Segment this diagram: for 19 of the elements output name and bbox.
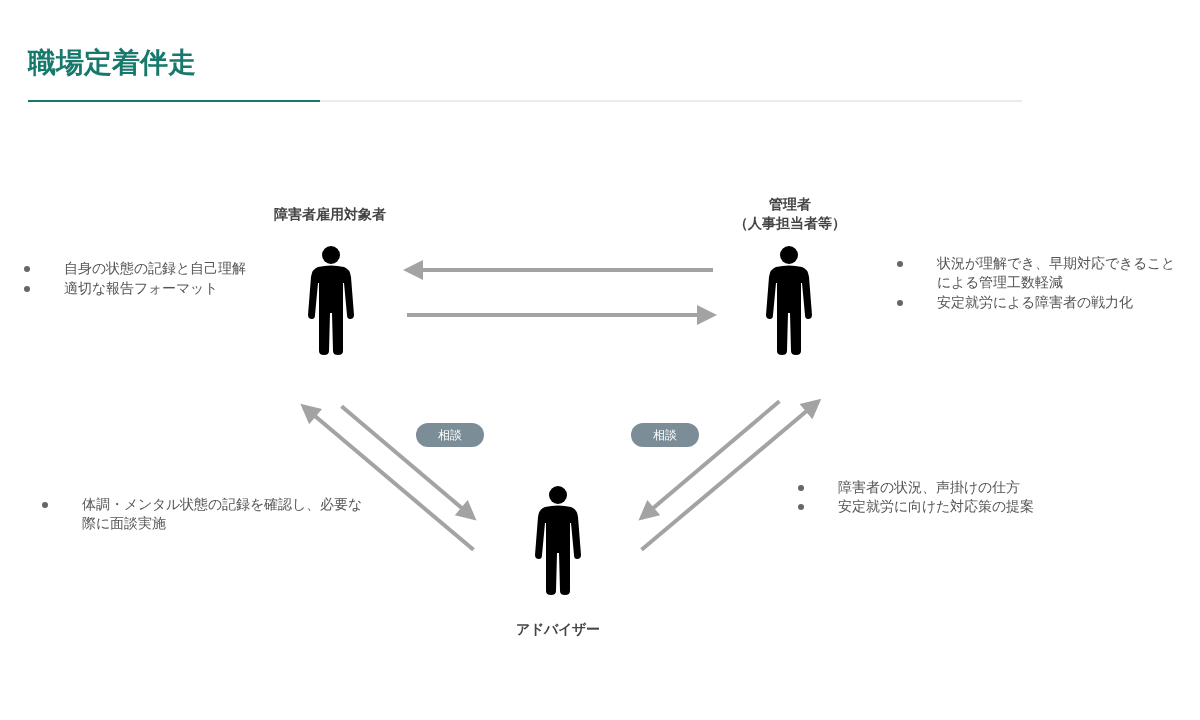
bullet-item: 安定就労に向けた対応策の提案 xyxy=(794,497,1094,516)
arrow xyxy=(640,398,822,552)
bullet-item: 適切な報告フォーマット xyxy=(20,279,280,298)
person-name: アドバイザー xyxy=(514,620,601,639)
title: 職場定着伴走 xyxy=(28,45,196,81)
arrow xyxy=(638,399,781,521)
bullet-item: 安定就労による障害者の戦力化 xyxy=(893,293,1183,312)
arrow xyxy=(403,260,713,280)
bullet-item: 体調・メンタル状態の記録を確認し、必要な際に面談実施 xyxy=(38,495,368,533)
bullet-item: 障害者の状況、声掛けの仕方 xyxy=(794,478,1094,497)
edge-label: 相談 xyxy=(416,423,484,447)
bullet-item: 自身の状態の記録と自己理解 xyxy=(20,259,280,278)
bullet-item: 状況が理解でき、早期対応できることによる管理工数軽減 xyxy=(893,254,1183,292)
arrow xyxy=(300,403,475,552)
edge-label: 相談 xyxy=(631,423,699,447)
arrow xyxy=(407,305,717,325)
arrow xyxy=(340,404,477,521)
person-name: 障害者雇用対象者 xyxy=(273,205,387,224)
person-name: 管理者（人事担当者等） xyxy=(733,195,847,233)
